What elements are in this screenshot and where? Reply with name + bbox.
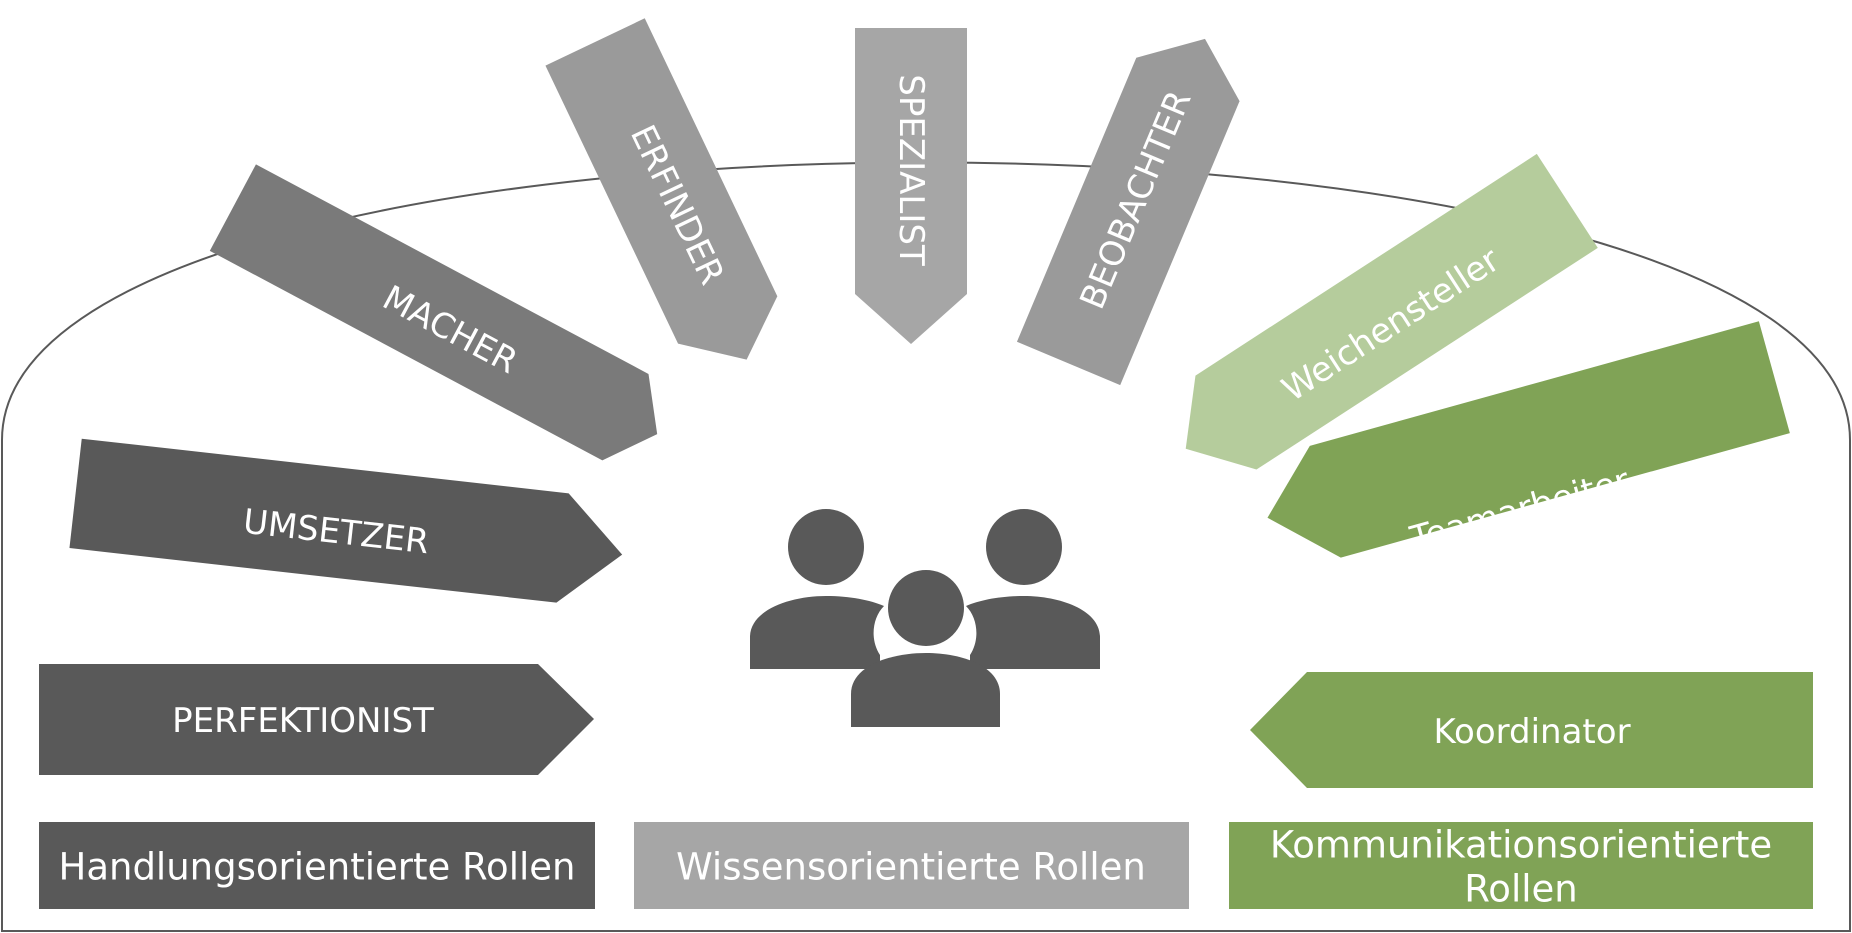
arrow-shape [39,664,594,775]
category-label-action: Handlungsorientierte Rollen [59,846,576,889]
category-box [634,822,1189,909]
category-communication: Kommunikationsorientierte Rollen [1229,822,1813,911]
role-arrow-koordinator: Koordinator [1250,672,1813,788]
category-label-knowledge: Wissensorientierte Rollen [676,846,1146,889]
role-label-koordinator: Koordinator [1433,712,1630,752]
role-label-perfektionist: PERFEKTIONIST [172,701,434,741]
person-body-center [851,653,1000,727]
person-body-right [966,596,1100,669]
person-head-left [788,509,864,585]
arrow-shape [1185,153,1598,470]
role-arrow-macher: MACHER [209,164,658,461]
arrow-shape [1267,321,1790,558]
arrow-shape [69,438,623,603]
arrow-shape [1016,38,1240,386]
role-label-spezialist: SPEZIALIST [891,74,931,266]
person-head-center [888,570,964,646]
arrow-shape [545,18,778,360]
category-box [39,822,595,909]
arrow-shape [855,28,967,344]
person-body-left [750,596,884,669]
category-label-communication-line2: Rollen [1464,868,1577,911]
role-arrow-spezialist: SPEZIALIST [855,28,967,344]
arrow-shape [1250,672,1813,788]
role-arrow-perfektionist: PERFEKTIONIST [39,664,594,775]
arrow-shape [209,164,658,461]
category-action: Handlungsorientierte Rollen [39,822,595,909]
category-label-communication-line1: Kommunikationsorientierte [1270,824,1772,867]
people-group-icon [750,509,1100,727]
role-arrow-erfinder: ERFINDER [545,18,778,360]
category-box [1229,822,1813,909]
category-knowledge: Wissensorientierte Rollen [634,822,1189,909]
role-arrow-beobachter: BEOBACHTER [1016,38,1240,386]
role-arrow-umsetzer: UMSETZER [69,438,623,603]
person-head-right [986,509,1062,585]
